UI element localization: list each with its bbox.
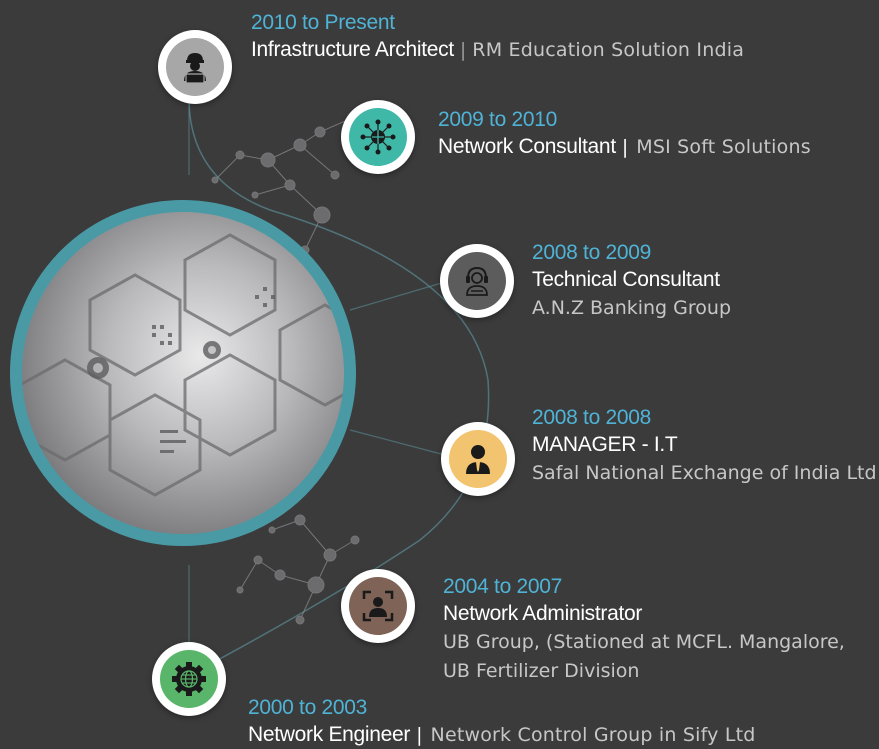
role-title: Network Engineer: [248, 723, 411, 746]
role-title: Network Consultant: [438, 135, 616, 158]
timeline-entry-6: 2000 to 2003 Network Engineer| Network Co…: [248, 695, 756, 749]
company-name: RM Education Solution India: [472, 39, 745, 61]
timeline-entry-4: 2008 to 2008 MANAGER - I.T Safal Nationa…: [532, 405, 877, 488]
timeline-badge-4: [441, 422, 515, 496]
timeline-badge-5: [341, 569, 415, 643]
role-title: Infrastructure Architect: [251, 38, 454, 61]
timeline-entry-5: 2004 to 2007 Network Administrator UB Gr…: [443, 574, 845, 686]
timeline-entry-1: 2010 to Present Infrastructure Architect…: [251, 10, 744, 64]
user-frame-icon: [362, 590, 394, 622]
gear-globe-icon: [172, 662, 206, 696]
manager-icon: [466, 445, 490, 474]
company-name-line2: UB Fertilizer Division: [443, 660, 640, 682]
separator: |: [621, 136, 629, 158]
company-name: UB Group, (Stationed at MCFL. Mangalore,: [443, 631, 845, 653]
timeline-badge-6: [152, 642, 226, 716]
company-name: Safal National Exchange of India Ltd: [532, 462, 877, 484]
period-label: 2009 to 2010: [438, 108, 558, 131]
role-title: MANAGER - I.T: [532, 433, 678, 456]
timeline-badge-1: [158, 30, 232, 104]
separator: |: [416, 724, 423, 746]
period-label: 2008 to 2009: [532, 241, 652, 264]
period-label: 2004 to 2007: [443, 575, 563, 598]
period-label: 2008 to 2008: [532, 406, 652, 429]
company-name: Network Control Group in Sify Ltd: [430, 724, 756, 746]
network-globe-icon: [360, 119, 396, 155]
disc-ring: [10, 200, 356, 546]
worker-laptop-icon: [184, 53, 206, 84]
separator: |: [459, 39, 467, 61]
role-title: Network Administrator: [443, 602, 643, 625]
support-headset-icon: [466, 266, 488, 296]
network-nodes-bottom: [236, 514, 360, 625]
timeline-badge-2: [341, 100, 415, 174]
period-label: 2010 to Present: [251, 11, 395, 34]
role-title: Technical Consultant: [532, 268, 720, 291]
network-nodes-top: [211, 114, 356, 255]
period-label: 2000 to 2003: [248, 696, 368, 719]
timeline-badge-3: [440, 244, 514, 318]
company-name: MSI Soft Solutions: [636, 136, 811, 158]
company-name: A.N.Z Banking Group: [532, 297, 731, 319]
timeline-entry-3: 2008 to 2009 Technical Consultant A.N.Z …: [532, 240, 731, 323]
hex-tech-disc: [10, 200, 356, 546]
timeline-entry-2: 2009 to 2010 Network Consultant| MSI Soft…: [438, 107, 811, 161]
